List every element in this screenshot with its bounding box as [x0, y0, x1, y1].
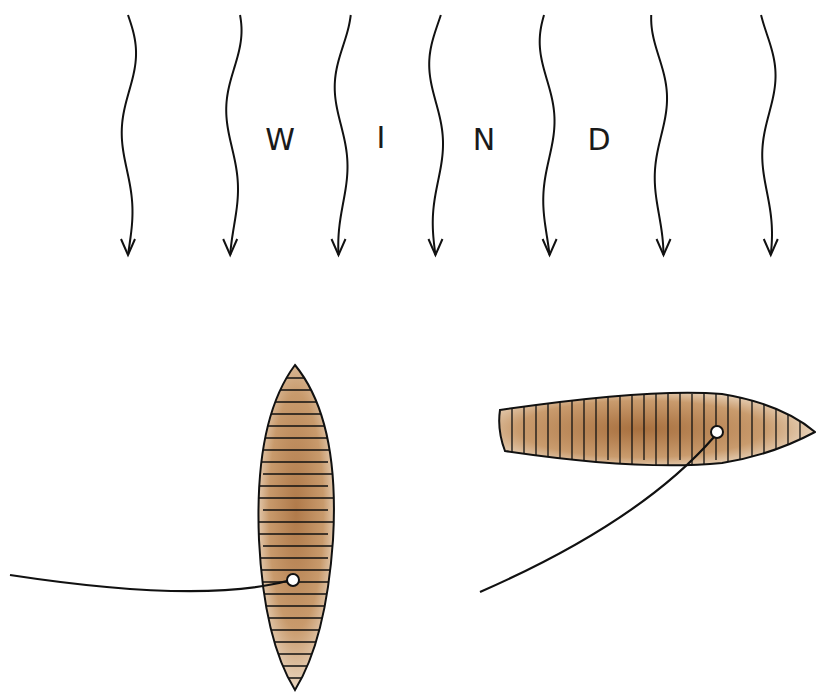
wind-line — [429, 15, 443, 255]
plank-line — [655, 390, 656, 470]
plank-line — [619, 394, 620, 470]
rope-ring — [711, 426, 723, 438]
plank-line — [255, 485, 328, 486]
arrow-head — [764, 239, 778, 255]
plank-line — [255, 593, 336, 594]
hull-outline — [499, 393, 815, 466]
plank-line — [255, 629, 328, 630]
arrow-head — [657, 239, 671, 255]
plank-line — [263, 617, 336, 618]
plank-line — [259, 569, 336, 570]
plank-line — [263, 473, 336, 474]
plank-line — [259, 641, 336, 642]
boat-horizontal — [480, 390, 815, 592]
plank-line — [643, 394, 644, 460]
arrow-head — [331, 239, 345, 255]
wind-line — [122, 15, 136, 255]
plank-line — [255, 449, 336, 450]
plank-line — [679, 390, 680, 460]
wind-arrows — [121, 15, 778, 255]
plank-line — [263, 653, 328, 654]
arrow-head — [543, 239, 557, 255]
wind-line — [335, 15, 351, 255]
plank-line — [255, 521, 336, 522]
plank-line — [799, 390, 800, 470]
hull-fill — [499, 393, 815, 466]
plank-line — [775, 390, 776, 465]
plank-line — [583, 390, 584, 470]
plank-line — [667, 394, 668, 465]
plank-line — [259, 389, 328, 390]
wind-line — [226, 15, 241, 255]
plank-line — [703, 390, 704, 465]
rope-ring — [287, 574, 299, 586]
plank-line — [259, 461, 328, 462]
plank-line — [263, 401, 336, 402]
plank-line — [255, 665, 336, 666]
wind-line — [540, 15, 555, 255]
plank-line — [739, 394, 740, 465]
plank-line — [255, 413, 328, 414]
wind-line — [761, 15, 775, 255]
arrow-head — [121, 239, 135, 255]
plank-line — [595, 394, 596, 465]
plank-line — [535, 390, 536, 460]
plank-line — [259, 677, 328, 678]
plank-line — [263, 545, 336, 546]
arrow-head — [428, 239, 442, 255]
arrow-head — [223, 239, 237, 255]
plank-line — [511, 390, 512, 470]
boat-vertical — [10, 365, 336, 690]
plank-line — [255, 557, 328, 558]
plank-line — [255, 377, 336, 378]
wind-letter: I — [377, 123, 386, 153]
wind-line — [651, 15, 667, 255]
rope — [10, 575, 287, 591]
plank-line — [727, 390, 728, 470]
plank-line — [259, 533, 328, 534]
plank-line — [607, 390, 608, 460]
wind-letter: D — [587, 125, 610, 155]
plank-line — [787, 394, 788, 460]
plank-line — [263, 437, 328, 438]
plank-line — [631, 390, 632, 465]
hull-outline — [258, 365, 333, 690]
plank-line — [547, 394, 548, 470]
plank-line — [259, 605, 328, 606]
rope — [480, 437, 714, 592]
plank-line — [263, 509, 328, 510]
plank-line — [259, 497, 336, 498]
plank-line — [571, 394, 572, 460]
wind-letter: W — [265, 125, 295, 155]
wind-letter: N — [473, 125, 495, 155]
